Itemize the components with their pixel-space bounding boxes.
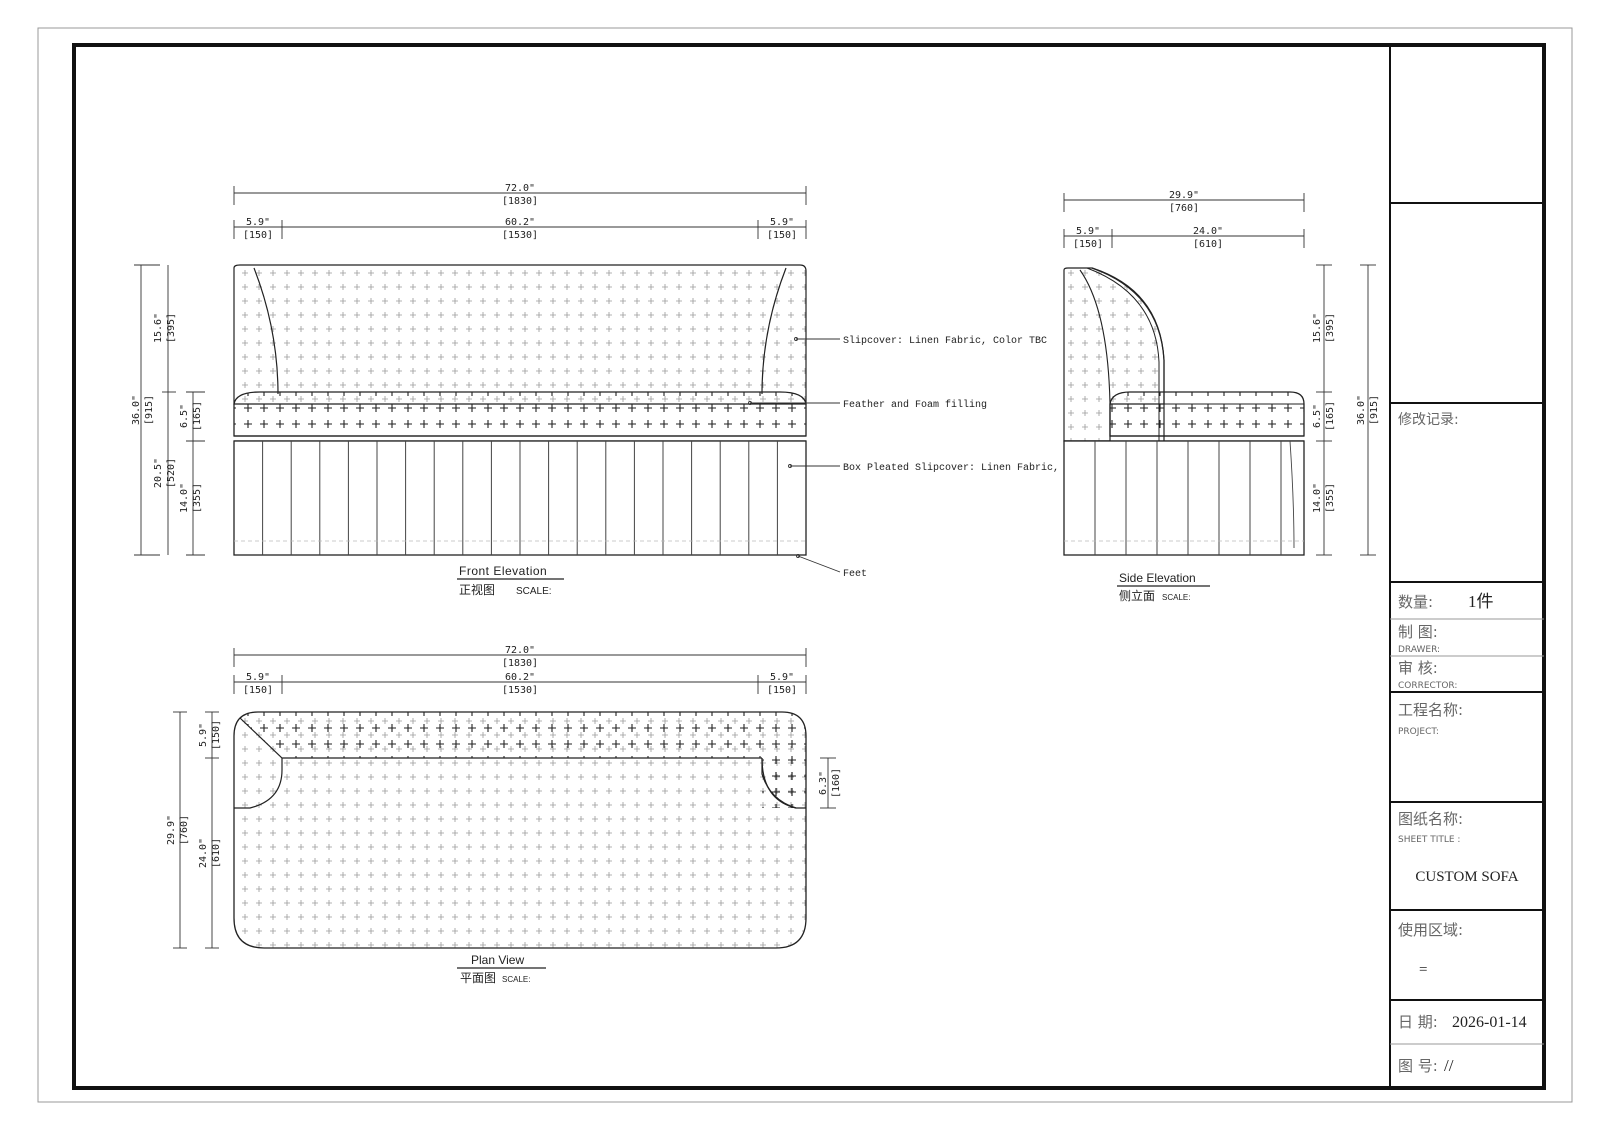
plan-dim-mid-mm: [1530] [502,685,538,696]
front-dim-cushion-mm: [165] [192,401,203,431]
drawer-label: 制 图: [1398,623,1438,641]
number-label: 图 号: [1398,1057,1438,1075]
side-dim-cushion-mm: [165] [1325,401,1336,431]
side-dim-base-mm: [355] [1325,483,1336,513]
sheet-title-value: CUSTOM SOFA [1415,869,1518,885]
callout-filling: Feather and Foam filling [843,399,987,411]
front-dim-total: 36.0" [131,395,142,425]
front-dim-overall-mm: [1830] [502,196,538,207]
front-view-scale: SCALE: [516,586,552,597]
front-dim-back: 15.6" [153,313,164,343]
callout-slipcover: Slipcover: Linen Fabric, Color TBC [843,335,1047,347]
side-view-subtitle: 侧立面 [1119,588,1155,603]
front-back-panel [233,264,807,405]
front-dim-total-mm: [915] [144,395,155,425]
side-dim-right-mm: [610] [1193,239,1223,250]
plan-dim-arm-mm: [160] [831,768,842,798]
plan-view-scale: SCALE: [502,975,530,984]
side-dim-back: 15.6" [1312,313,1323,343]
front-dim-mid-mm: [1530] [502,230,538,241]
plan-dim-left-mm: [150] [243,685,273,696]
callout-box-pleated: Box Pleated Slipcover: Linen Fabric, Col… [843,462,1119,474]
front-dim-seat-mm: [520] [166,458,177,488]
corrector-en: CORRECTOR: [1398,681,1457,691]
quantity-value: 1件 [1468,592,1494,611]
side-dim-left-mm: [150] [1073,239,1103,250]
title-block: 修改记录: 数量: 1件 制 图: DRAWER: 审 核: CORRECTOR… [1389,45,1544,1088]
side-pleated-skirt [1063,440,1305,556]
corrector-label: 审 核: [1398,659,1438,677]
date-value: 2026-01-14 [1452,1014,1527,1031]
side-dim-base: 14.0" [1312,483,1323,513]
plan-dim-arm: 6.3" [818,771,829,795]
side-dim-left: 5.9" [1076,226,1100,237]
plan-dim-overall-mm: [1830] [502,658,538,669]
side-view-scale: SCALE: [1162,593,1190,602]
plan-dim-right-mm: [150] [767,685,797,696]
front-dim-back-mm: [395] [166,313,177,343]
front-elevation: 72.0" [1830] 5.9" [150] 60.2" [1530] 5.9… [131,183,1119,597]
area-label: 使用区域: [1398,921,1463,939]
side-dim-cushion: 6.5" [1312,404,1323,428]
front-view-subtitle: 正视图 [459,582,495,597]
side-seat-cushion [1109,391,1305,437]
front-dim-cushion: 6.5" [179,404,190,428]
outer-frame [37,27,1573,1103]
front-dim-mid: 60.2" [505,217,535,228]
callout-feet: Feet [843,569,867,580]
side-dim-overall: 29.9" [1169,190,1199,201]
side-dim-total: 36.0" [1356,395,1367,425]
plan-dim-total: 29.9" [166,815,177,845]
plan-view-title: Plan View [471,953,524,967]
front-dim-base: 14.0" [179,483,190,513]
project-label: 工程名称: [1398,701,1463,719]
plan-dim-mid: 60.2" [505,672,535,683]
side-dim-total-mm: [915] [1369,395,1380,425]
revision-label: 修改记录: [1398,412,1459,428]
date-label: 日 期: [1398,1013,1438,1031]
number-value: // [1444,1056,1454,1075]
plan-view-subtitle: 平面图 [460,971,496,985]
inner-frame [72,43,1546,1090]
plan-dim-back-mm: [150] [211,720,222,750]
front-dim-overall: 72.0" [505,183,535,194]
front-seat-cushion [233,391,807,437]
plan-view: 72.0" [1830] 5.9" [150] 60.2" [1530] 5.9… [166,645,842,985]
front-dim-base-mm: [355] [192,483,203,513]
plan-dim-total-mm: [760] [179,815,190,845]
front-dim-left: 5.9" [246,217,270,228]
plan-dim-right: 5.9" [770,672,794,683]
front-view-title: Front Elevation [459,564,547,578]
drawer-en: DRAWER: [1398,645,1440,655]
area-value: = [1419,962,1427,978]
plan-dim-left: 5.9" [246,672,270,683]
side-dim-overall-mm: [760] [1169,203,1199,214]
front-dim-right: 5.9" [770,217,794,228]
front-dim-seat: 20.5" [153,458,164,488]
front-dim-left-mm: [150] [243,230,273,241]
side-dim-right: 24.0" [1193,226,1223,237]
sheet-title-en: SHEET TITLE : [1398,835,1460,845]
side-dim-back-mm: [395] [1325,313,1336,343]
plan-dim-overall: 72.0" [505,645,535,656]
sheet-title-label: 图纸名称: [1398,810,1463,828]
plan-dim-seat-mm: [610] [211,838,222,868]
plan-dim-seat: 24.0" [198,838,209,868]
side-view-title: Side Elevation [1119,571,1196,585]
quantity-label: 数量: [1398,593,1433,611]
side-elevation: 29.9" [760] 5.9" [150] 24.0" [610] 15.6"… [1063,190,1380,603]
plan-back-cushion [240,712,806,808]
front-dim-right-mm: [150] [767,230,797,241]
project-en: PROJECT: [1398,727,1439,737]
plan-dim-back: 5.9" [198,723,209,747]
